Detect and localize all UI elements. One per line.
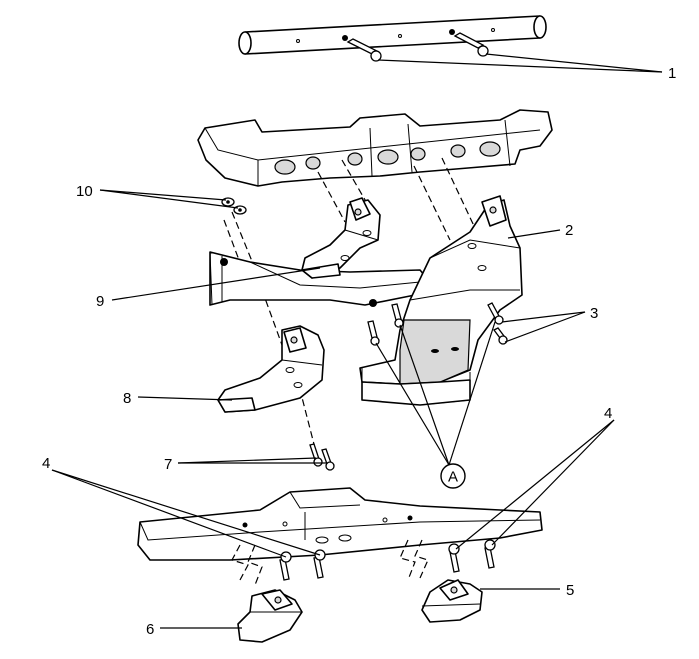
callout-4-left: 4 (42, 455, 50, 472)
bolts-A (367, 303, 404, 346)
tube-bolts (346, 32, 489, 62)
callout-9: 9 (96, 293, 104, 310)
callout-10: 10 (76, 183, 93, 200)
top-tube (238, 15, 547, 55)
lower-dashed-lines (231, 539, 429, 586)
detail-marker-label: A (448, 469, 458, 486)
leader-lines (51, 53, 663, 629)
callout-8: 8 (123, 390, 131, 407)
upper-crossmember (197, 109, 553, 187)
detail-marker-circle (440, 463, 466, 489)
bracket-6 (237, 589, 303, 643)
lower-frame-rail (137, 487, 543, 561)
callout-5: 5 (566, 582, 574, 599)
callout-2: 2 (565, 222, 573, 239)
nuts-10 (221, 197, 247, 215)
bracket-9 (301, 197, 381, 279)
callout-4-right: 4 (604, 405, 612, 422)
bracket-5 (421, 579, 483, 623)
bracket-2 (359, 195, 523, 406)
callout-labels: 1 2 3 4 4 5 6 7 8 9 10 (42, 65, 676, 638)
bolts-4-right (448, 539, 496, 573)
bracket-8 (217, 325, 325, 413)
callout-3: 3 (590, 305, 598, 322)
bolts-7 (309, 443, 335, 471)
callout-7: 7 (164, 456, 172, 473)
callout-1: 1 (668, 65, 676, 82)
callout-6: 6 (146, 621, 154, 638)
detail-marker-a: A (440, 463, 466, 489)
